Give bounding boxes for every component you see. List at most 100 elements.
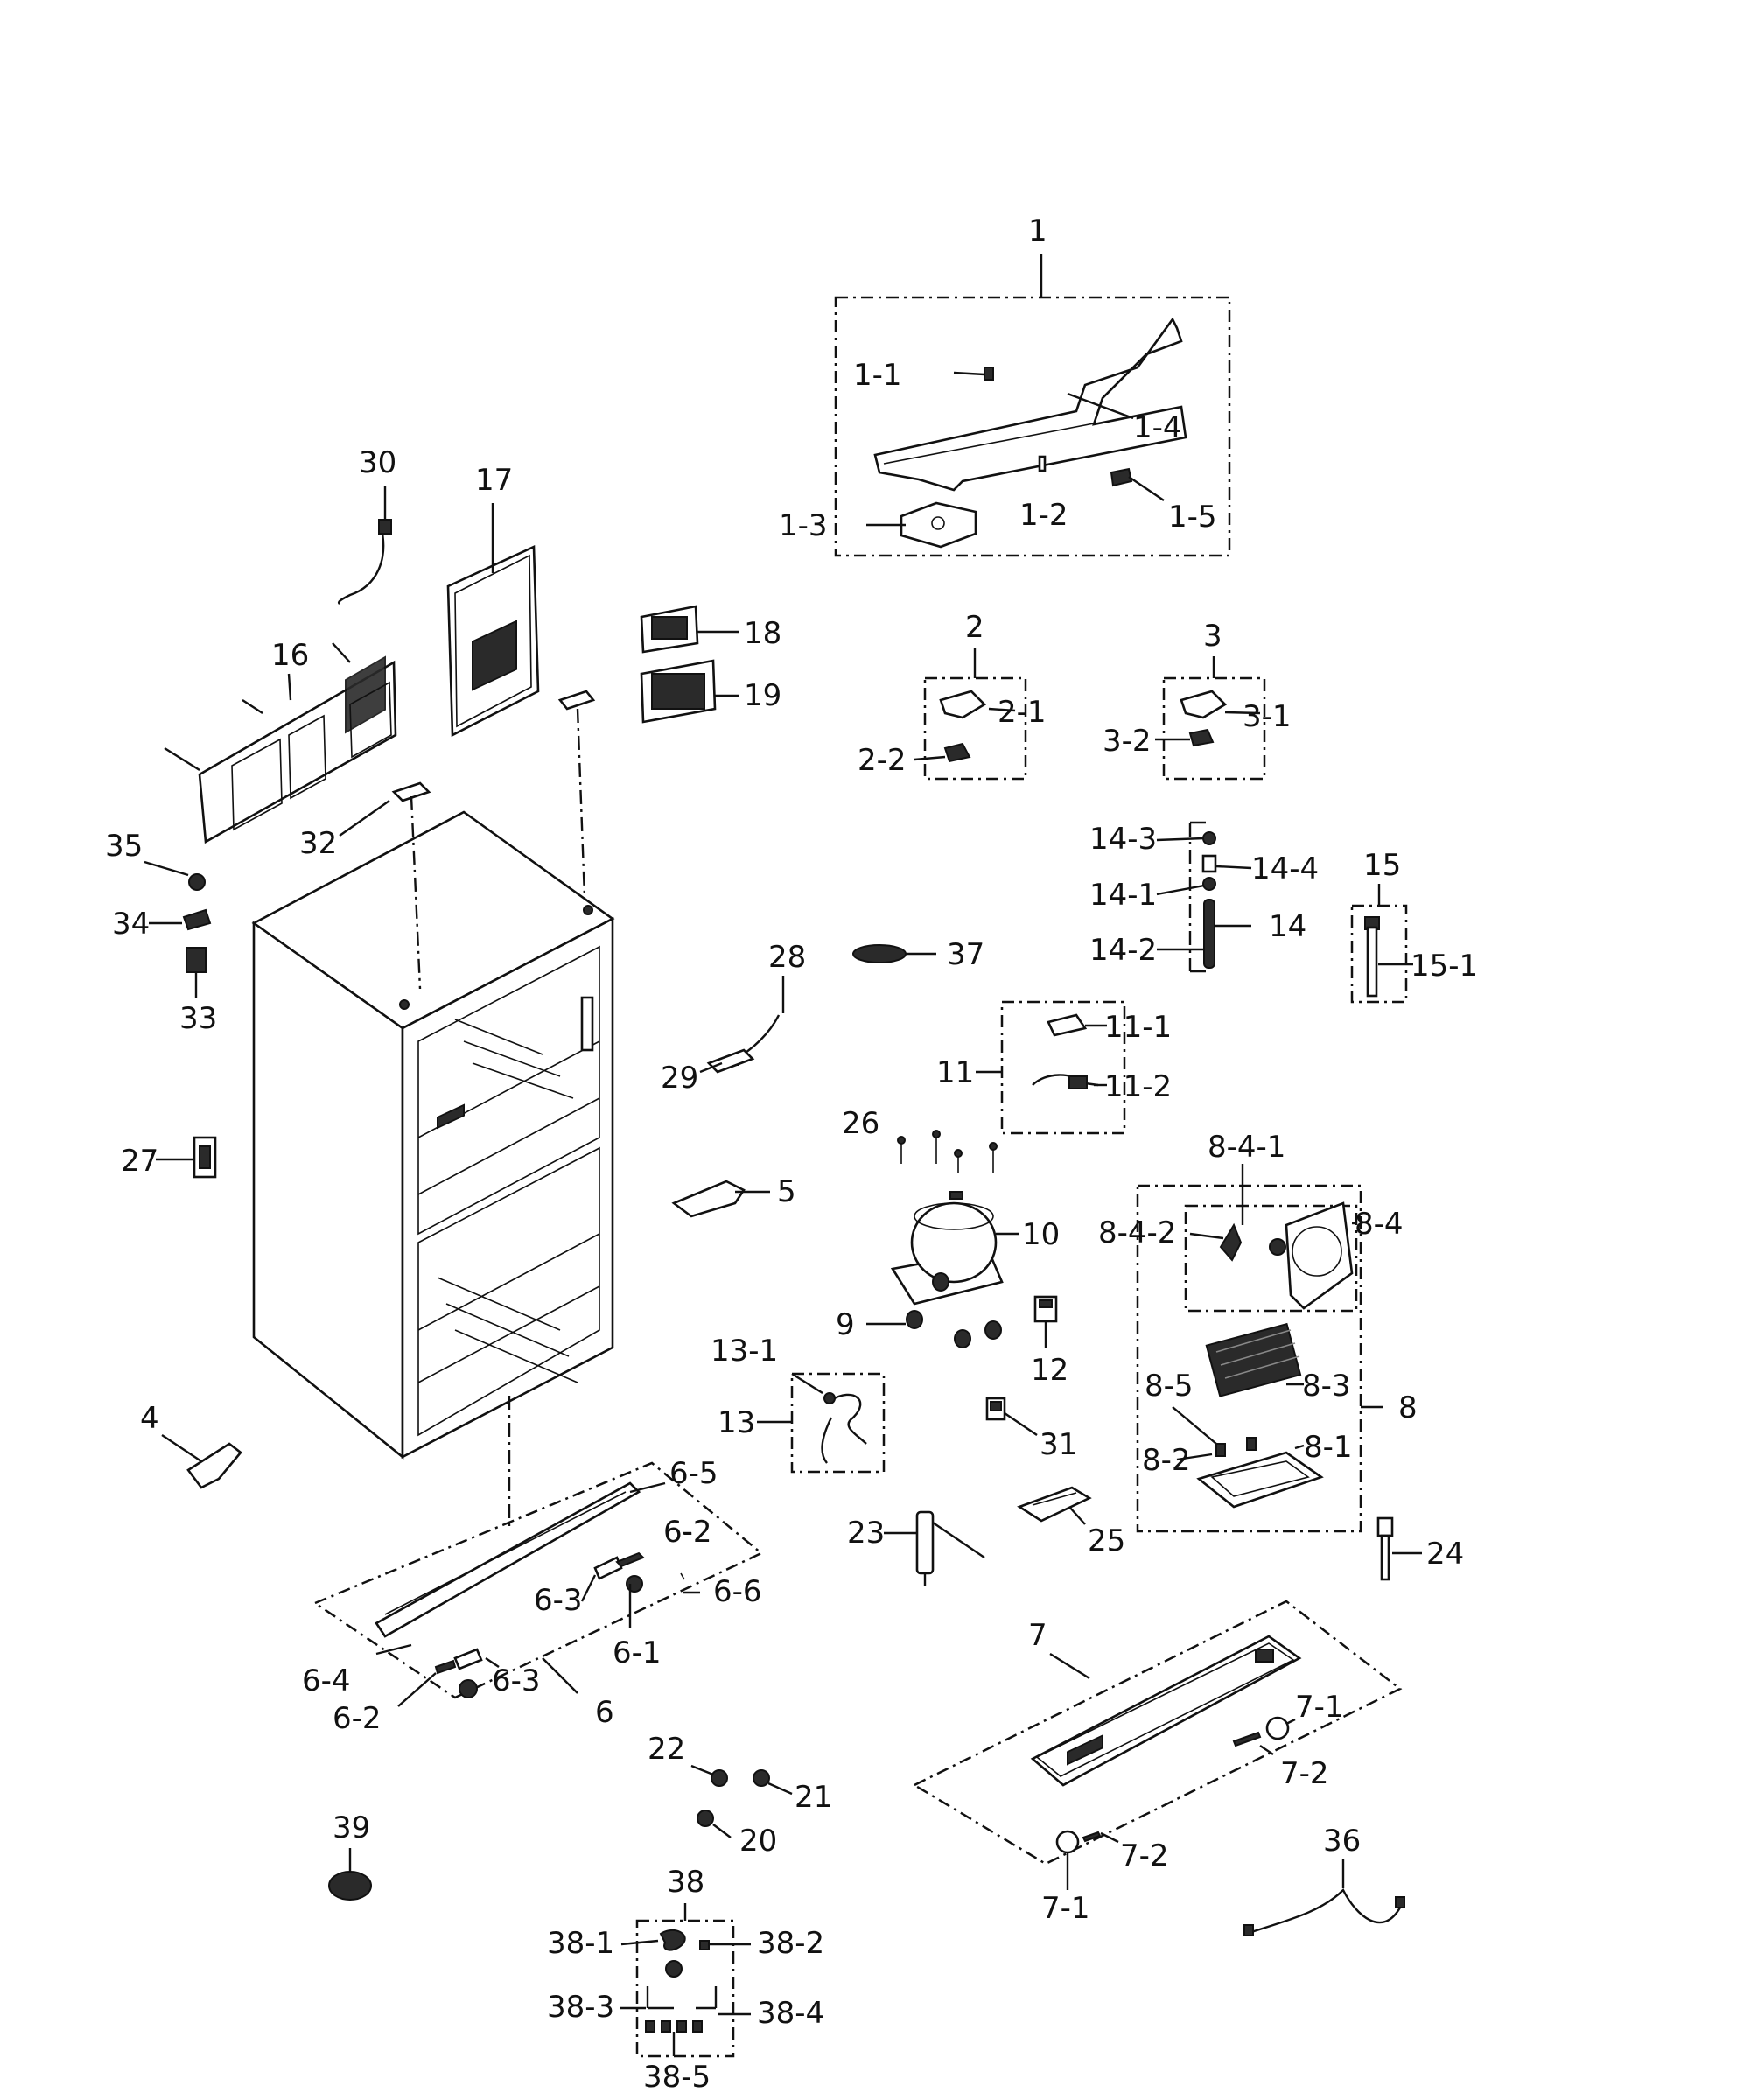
part-32[interactable]: 32 [299, 781, 431, 990]
part-38-2[interactable] [699, 1940, 710, 1950]
part-18-pcb[interactable]: 18 [640, 605, 781, 654]
part-26[interactable]: 26 [842, 1106, 998, 1172]
part-13-1[interactable] [823, 1392, 836, 1404]
part-39[interactable]: 39 [328, 1810, 372, 1900]
part-8-3-evaporator[interactable] [1205, 1322, 1302, 1397]
part-6-3b[interactable] [453, 1648, 483, 1670]
label-16: 16 [271, 638, 309, 673]
part-11-2[interactable] [1032, 1074, 1099, 1087]
label-11-2: 11-2 [1104, 1069, 1172, 1104]
part-17-panel[interactable]: 17 [446, 463, 540, 738]
part-6-2b[interactable] [434, 1659, 457, 1675]
part-1-2[interactable] [1038, 455, 1047, 472]
part-19-pcb[interactable]: 19 [640, 659, 781, 724]
label-8-3: 8-3 [1302, 1368, 1351, 1404]
part-8-4-fan-housing[interactable] [1285, 1201, 1354, 1310]
label-14-1: 14-1 [1089, 878, 1157, 913]
part-7-2a[interactable] [1232, 1731, 1262, 1747]
label-13-1: 13-1 [711, 1334, 778, 1368]
part-6-1[interactable] [626, 1575, 643, 1592]
label-38-2: 38-2 [757, 1926, 824, 1961]
part-10-compressor[interactable]: 10 [890, 1191, 1060, 1306]
part-14-2[interactable] [1203, 899, 1215, 969]
part-2-2[interactable] [943, 742, 971, 763]
label-8-4: 8-4 [1355, 1207, 1404, 1242]
part-9[interactable]: 9 [836, 1272, 1002, 1348]
part-8-5[interactable] [1215, 1443, 1226, 1457]
label-38-4: 38-4 [757, 1996, 824, 2031]
label-3-1: 3-1 [1243, 699, 1292, 734]
part-8-4-2[interactable] [1219, 1222, 1243, 1262]
part-34[interactable]: 34 [112, 906, 212, 942]
part-15-1[interactable] [1366, 926, 1378, 998]
label-38: 38 [667, 1865, 704, 1900]
group-11: 11-1 11-2 11 [936, 1000, 1172, 1135]
part-16-cover[interactable]: 16 [164, 638, 397, 844]
part-38-5[interactable] [645, 2020, 703, 2033]
label-9: 9 [836, 1307, 855, 1342]
part-13-harness[interactable] [821, 1393, 867, 1464]
part-28[interactable]: 28 [729, 940, 806, 1066]
part-21[interactable]: 21 [753, 1769, 832, 1815]
part-23[interactable]: 23 [847, 1510, 985, 1586]
part-1-3-plate[interactable] [900, 501, 977, 549]
part-6-6[interactable] [680, 1572, 685, 1580]
part-38-1b [665, 1960, 683, 1978]
part-3-2[interactable] [1188, 728, 1215, 747]
label-13: 13 [718, 1405, 755, 1440]
group-1: 1 1-1 1-2 1-3 1-4 1-5 [779, 214, 1231, 557]
part-12[interactable]: 12 [1031, 1295, 1068, 1388]
part-7-2b[interactable] [1082, 1830, 1102, 1843]
group-13: 13-1 13 [711, 1334, 886, 1474]
group-38: 38 38-1 38-2 38-3 38-4 38-5 [547, 1865, 824, 2095]
part-6-2a[interactable] [615, 1551, 645, 1568]
part-8-4-fan[interactable] [1269, 1238, 1286, 1256]
part-35[interactable]: 35 [105, 829, 206, 891]
part-14-3[interactable] [1202, 831, 1216, 845]
part-3-1[interactable] [1180, 690, 1228, 719]
part-27[interactable]: 27 [121, 1136, 217, 1179]
label-6-1: 6-1 [613, 1635, 662, 1670]
part-33[interactable]: 33 [179, 947, 217, 1036]
part-14-4[interactable] [1201, 854, 1217, 873]
part-25[interactable]: 25 [1017, 1486, 1125, 1558]
part-6-1b[interactable] [459, 1679, 478, 1698]
part-38-1[interactable] [659, 1928, 686, 1951]
part-20[interactable]: 20 [697, 1810, 777, 1858]
label-6-6: 6-6 [713, 1574, 762, 1609]
label-1-3: 1-3 [779, 508, 828, 543]
part-8-1-tray[interactable] [1196, 1451, 1324, 1508]
part-7-1b[interactable] [1055, 1830, 1080, 1854]
part-36-harness[interactable]: 36 [1243, 1824, 1405, 1936]
part-14-1[interactable] [1202, 877, 1216, 891]
label-11-1: 11-1 [1104, 1010, 1172, 1045]
cabinet[interactable] [251, 810, 615, 1460]
part-1-1[interactable] [984, 367, 994, 381]
label-1-4: 1-4 [1133, 410, 1182, 445]
label-8: 8 [1398, 1390, 1418, 1425]
part-2-1[interactable] [939, 690, 987, 719]
part-1-4-bracket[interactable] [873, 317, 1187, 492]
part-6-5-rail[interactable] [375, 1481, 641, 1638]
label-3: 3 [1203, 619, 1222, 654]
part-11-1[interactable] [1047, 1013, 1088, 1037]
part-22[interactable]: 22 [648, 1732, 728, 1787]
label-7-1-bottom: 7-1 [1041, 1891, 1090, 1926]
label-12: 12 [1031, 1353, 1068, 1388]
part-37[interactable]: 37 [852, 937, 984, 972]
part-4[interactable]: 4 [140, 1401, 242, 1489]
label-25: 25 [1088, 1523, 1125, 1558]
group-8-4-box [1184, 1204, 1358, 1312]
part-7-1a[interactable] [1265, 1716, 1290, 1740]
label-15-1: 15-1 [1411, 948, 1478, 984]
part-5[interactable]: 5 [671, 1174, 796, 1218]
part-31[interactable]: 31 [985, 1396, 1077, 1462]
part-1-5[interactable] [1110, 467, 1133, 487]
label-19: 19 [744, 678, 781, 713]
part-29[interactable]: 29 [661, 1048, 755, 1096]
part-24[interactable]: 24 [1376, 1516, 1464, 1581]
part-30-wire[interactable]: 30 [338, 445, 396, 605]
part-6-3a[interactable] [593, 1556, 623, 1580]
part-8-2[interactable] [1246, 1437, 1257, 1451]
